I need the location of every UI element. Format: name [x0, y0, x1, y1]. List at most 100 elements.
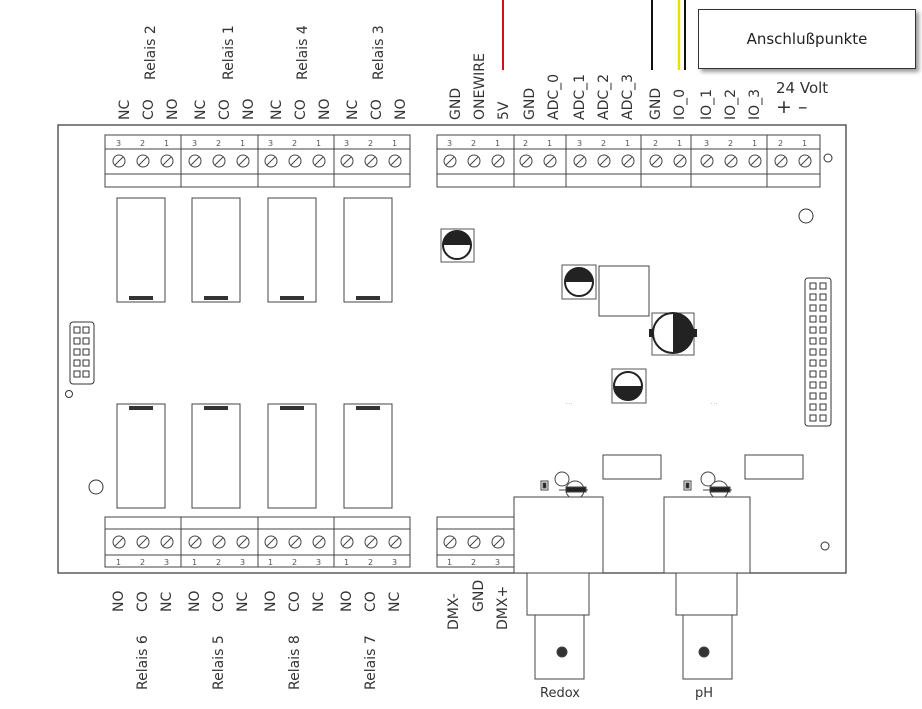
bottom-relay-label: Relais 6 — [135, 635, 151, 690]
relay-6 — [116, 403, 166, 509]
header-pin — [809, 293, 817, 301]
top-terminal-label: NO — [317, 99, 333, 121]
bottom-terminal-label: NC — [235, 592, 251, 612]
right-pin-header — [804, 277, 832, 427]
top-terminal-label: GND — [648, 88, 664, 120]
pin-number: 1 — [547, 139, 552, 148]
top-terminal-label: NO — [393, 99, 409, 121]
pin-number: 2 — [601, 139, 606, 148]
terminal-screw — [543, 154, 557, 168]
capacitor-large — [649, 312, 697, 356]
terminal-screw — [288, 535, 302, 549]
pin-number: 3 — [495, 558, 500, 567]
relay-blocks — [116, 197, 393, 509]
terminal-screw — [188, 535, 202, 549]
pin-number: 1 — [447, 558, 452, 567]
callout-title: Anschlußpunkte — [746, 30, 868, 48]
top-relay-label: Relais 3 — [371, 25, 387, 80]
hole-small-3 — [820, 541, 830, 551]
terminal-screw — [748, 154, 762, 168]
header-pin — [73, 337, 81, 345]
pin-number: 3 — [192, 139, 197, 148]
pin-number: 2 — [216, 558, 221, 567]
pin-number: 3 — [268, 139, 273, 148]
mount-hole-top-right — [798, 208, 814, 224]
pin-number: 2 — [471, 139, 476, 148]
header-pin — [819, 392, 827, 400]
terminal-screw — [264, 154, 278, 168]
pin-number: 3 — [344, 139, 349, 148]
header-pin — [809, 370, 817, 378]
terminal-screw — [491, 154, 505, 168]
top-terminal-label: NO — [165, 99, 181, 121]
terminal-screw — [388, 535, 402, 549]
header-pin — [73, 326, 81, 334]
pin-number: 1 — [164, 139, 169, 148]
pin-number: 1 — [495, 139, 500, 148]
terminal-screw — [160, 535, 174, 549]
header-pin — [819, 381, 827, 389]
bottom-terminal-strip — [104, 516, 516, 568]
terminal-screw — [443, 535, 457, 549]
pin-number: 3 — [116, 139, 121, 148]
terminal-screw — [467, 535, 481, 549]
mount-hole-bottom-left — [88, 479, 104, 495]
power-label: 24 Volt — [776, 79, 828, 97]
bottom-terminal-label: NO — [187, 591, 203, 613]
top-terminal-label: ONEWIRE — [472, 53, 488, 120]
top-terminal-label: CO — [217, 99, 233, 120]
header-pin — [809, 304, 817, 312]
header-pin — [819, 403, 827, 411]
terminal-screw — [212, 154, 226, 168]
top-terminal-label: GND — [448, 88, 464, 120]
pin-number: 1 — [802, 139, 807, 148]
top-terminal-label: ADC_1 — [572, 74, 588, 120]
pin-number: 3 — [704, 139, 709, 148]
bottom-terminal-label: NC — [387, 592, 403, 612]
hole-small-1 — [823, 153, 833, 163]
bottom-relay-label: Relais 7 — [363, 635, 379, 690]
pin-number: 1 — [677, 139, 682, 148]
tiny-label-1: · · · — [566, 401, 572, 406]
terminal-screw — [519, 154, 533, 168]
bottom-terminal-label: NO — [111, 591, 127, 613]
header-pin — [809, 392, 817, 400]
label-redox: Redox — [540, 686, 580, 701]
hole-small-2 — [65, 390, 73, 398]
header-pin — [82, 370, 90, 378]
top-terminal-label: IO_3 — [747, 89, 763, 120]
header-pin — [819, 359, 827, 367]
header-pin — [82, 359, 90, 367]
bottom-terminal-label: GND — [471, 580, 487, 612]
left-pin-header — [69, 321, 95, 385]
terminal-screw — [649, 154, 663, 168]
bottom-terminal-label: NC — [311, 592, 327, 612]
terminal-screw — [236, 535, 250, 549]
pin-number: 3 — [164, 558, 169, 567]
pin-number: 1 — [392, 139, 397, 148]
pin-number: 3 — [316, 558, 321, 567]
top-terminal-label: IO_0 — [672, 89, 688, 120]
terminal-screw — [388, 154, 402, 168]
terminal-screw — [112, 535, 126, 549]
bottom-terminal-label: CO — [287, 591, 303, 612]
pin-number: 2 — [368, 558, 373, 567]
bnc-connector-redox — [513, 471, 604, 680]
pin-number: 2 — [653, 139, 658, 148]
top-relay-label: Relais 1 — [221, 25, 237, 80]
terminal-screw — [621, 154, 635, 168]
header-pin — [809, 337, 817, 345]
bottom-terminal-label: CO — [135, 591, 151, 612]
header-pin — [819, 414, 827, 422]
component-ph — [744, 454, 804, 480]
top-terminal-label: NC — [117, 100, 133, 120]
pin-number: 3 — [240, 558, 245, 567]
terminal-screw — [597, 154, 611, 168]
header-pin — [73, 348, 81, 356]
terminal-screw — [312, 154, 326, 168]
relay-4 — [267, 197, 317, 303]
header-pin — [82, 348, 90, 356]
